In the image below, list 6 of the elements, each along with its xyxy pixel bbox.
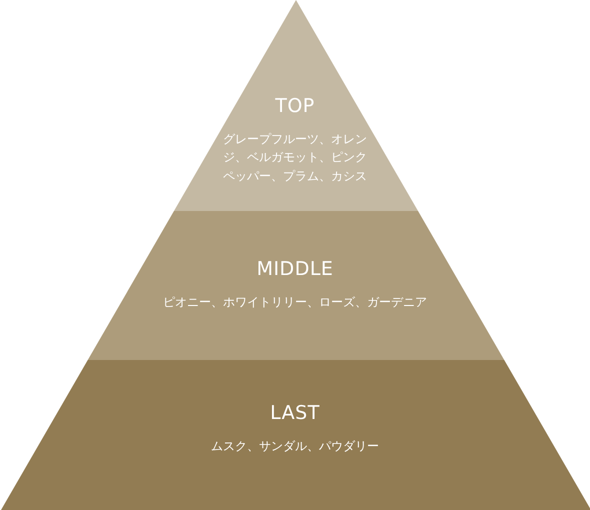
tier-notes: グレープフルーツ、オレンジ、ベルガモット、ピンクペッパー、プラム、カシス bbox=[222, 130, 368, 185]
tier-notes: ピオニー、ホワイトリリー、ローズ、ガーデニア bbox=[163, 294, 427, 311]
tier-heading: TOP bbox=[275, 95, 315, 118]
tier-heading: MIDDLE bbox=[256, 258, 334, 281]
tier-heading: LAST bbox=[270, 402, 320, 425]
tier-notes: ムスク、サンダル、パウダリー bbox=[211, 438, 379, 455]
